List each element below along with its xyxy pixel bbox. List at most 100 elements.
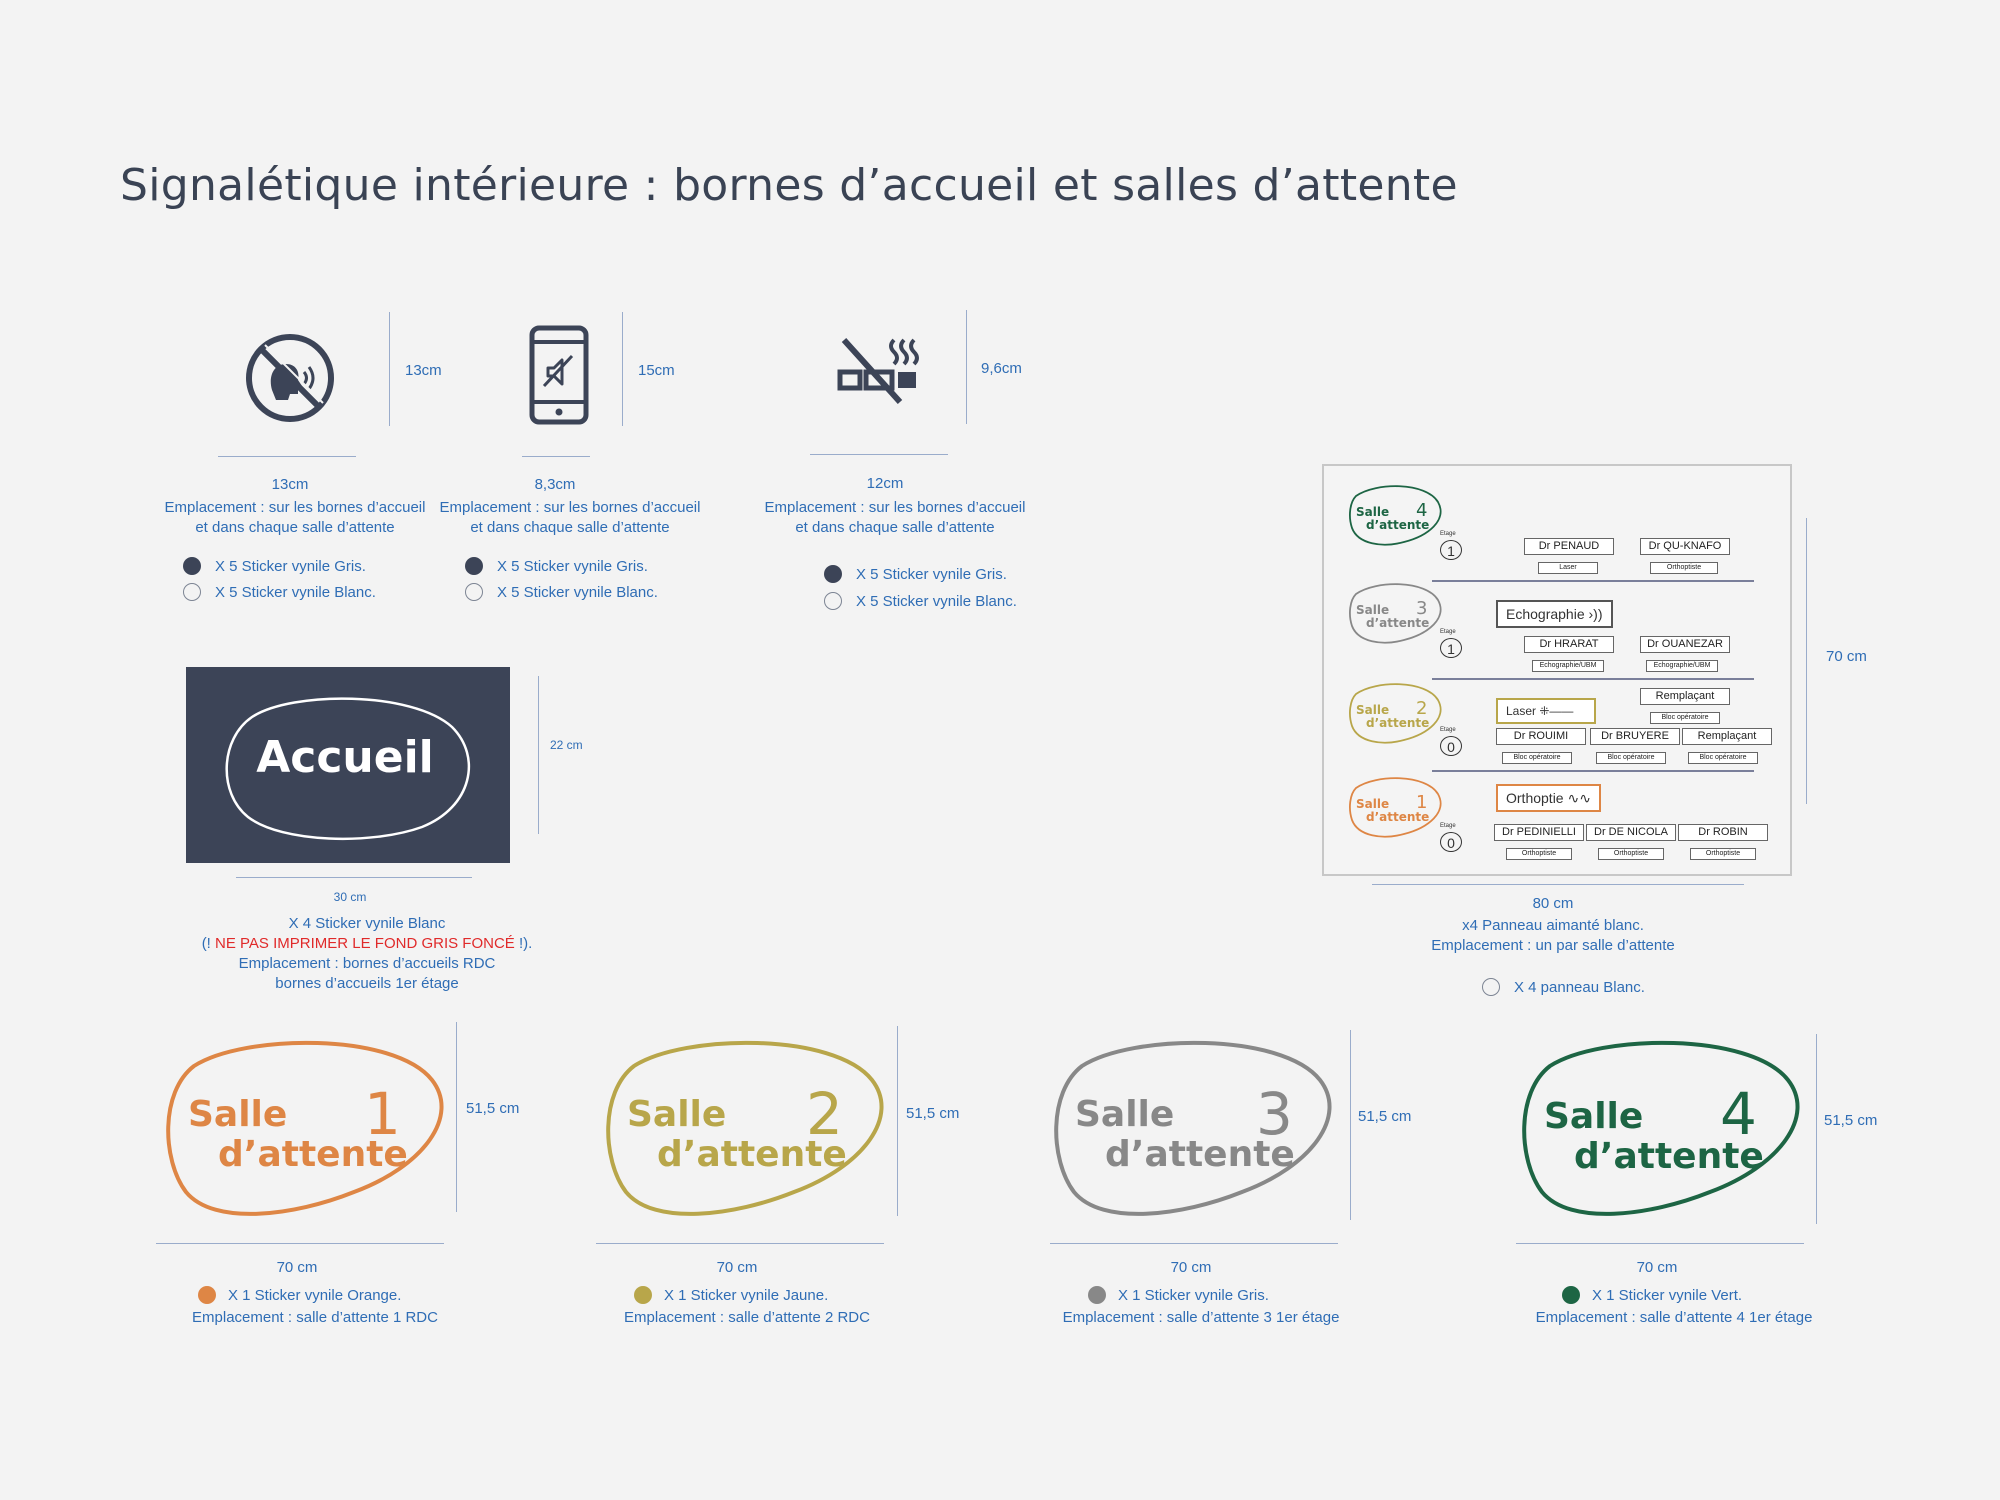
option-white: X 5 Sticker vynile Blanc. [465, 583, 658, 601]
height-dimension-line [622, 312, 623, 426]
attente-label: d’attente [1366, 716, 1430, 730]
icon-width-label: 12cm [866, 475, 904, 492]
floor-number: 0 [1440, 736, 1462, 756]
placement-line: et dans chaque salle d’attente [195, 519, 395, 536]
option-label: X 4 panneau Blanc. [1514, 978, 1645, 996]
salle-placement: Emplacement : salle d’attente 1 RDC [192, 1309, 438, 1326]
option-white: X 4 panneau Blanc. [1482, 978, 1645, 996]
doctor-name: Remplaçant [1640, 688, 1730, 705]
salle-placement: Emplacement : salle d’attente 2 RDC [624, 1309, 870, 1326]
attente-label: d’attente [1105, 1134, 1295, 1175]
width-dimension-line [1516, 1243, 1804, 1244]
warning-open: (! [201, 935, 211, 952]
service-label: Orthoptie [1506, 790, 1564, 806]
salle-label: Salle [1544, 1096, 1644, 1137]
quantity-label: X 1 Sticker vynile Vert. [1592, 1286, 1743, 1304]
wave-icon: ›)) [1588, 606, 1603, 622]
zigzag-icon: ∿∿ [1567, 790, 1591, 806]
service-tag: Orthoptie ∿∿ [1496, 784, 1601, 812]
attente-label: d’attente [1366, 518, 1430, 532]
service-tag: Laser ⁜—— [1496, 698, 1596, 724]
salle-width-label: 70 cm [276, 1259, 318, 1276]
white-swatch [824, 592, 842, 610]
row-separator [1432, 580, 1754, 582]
quantity-label: X 1 Sticker vynile Jaune. [664, 1286, 829, 1304]
salle-1-blob [1349, 777, 1442, 838]
etage-label: Etage [1440, 823, 1456, 829]
salle-label: Salle [1356, 797, 1390, 811]
page-title: Signalétique intérieure : bornes d’accue… [120, 160, 1458, 211]
floor-badge: Etage 0 [1438, 727, 1464, 758]
doctor-specialty: Orthoptiste [1690, 848, 1756, 860]
width-dimension-line [596, 1243, 884, 1244]
attente-label: d’attente [1574, 1136, 1764, 1177]
warning-close: !). [518, 935, 533, 952]
salle-3-blob [1349, 583, 1442, 644]
salle-2-blob [1349, 683, 1442, 744]
orange-swatch [198, 1286, 216, 1304]
salle-number: 3 [1256, 1080, 1293, 1148]
placement-line: et dans chaque salle d’attente [470, 519, 670, 536]
white-swatch [1482, 978, 1500, 996]
salle-label: Salle [1356, 703, 1390, 717]
option-label: X 5 Sticker vynile Blanc. [215, 583, 376, 601]
salle-width-label: 70 cm [1636, 1259, 1678, 1276]
service-label: Echographie [1506, 606, 1585, 622]
gray-swatch [1088, 1286, 1106, 1304]
salle-number: 4 [1720, 1080, 1757, 1148]
accueil-blob-outline [225, 697, 471, 841]
option-gray: X 5 Sticker vynile Gris. [824, 565, 1007, 583]
option-label: X 5 Sticker vynile Gris. [497, 557, 648, 575]
gray-swatch [465, 557, 483, 575]
doctor-name: Dr OUANEZAR [1640, 636, 1730, 653]
salle-label: Salle [1356, 603, 1390, 617]
placement-line: Emplacement : sur les bornes d’accueil [764, 499, 1026, 516]
icon-width-label: 8,3cm [534, 476, 576, 493]
panel-width-label: 80 cm [1532, 895, 1574, 912]
doctor-name: Remplaçant [1682, 728, 1772, 745]
salle-4-blob [1349, 485, 1442, 546]
height-dimension-line [1816, 1034, 1817, 1224]
salle-quantity: X 1 Sticker vynile Vert. [1562, 1286, 1742, 1304]
option-gray: X 5 Sticker vynile Gris. [465, 557, 648, 575]
width-dimension-line [522, 456, 590, 457]
accueil-placement: Emplacement : bornes d’accueils RDC [238, 955, 496, 972]
salle-height-label: 51,5 cm [466, 1100, 520, 1117]
doctor-specialty: Bloc opératoire [1596, 752, 1666, 764]
doctor-specialty: Orthoptiste [1650, 562, 1718, 574]
row-separator [1432, 770, 1754, 772]
panel-quantity: x4 Panneau aimanté blanc. [1462, 917, 1644, 934]
salle-number: 2 [1416, 698, 1428, 719]
doctor-specialty: Orthoptiste [1506, 848, 1572, 860]
etage-label: Etage [1440, 531, 1456, 537]
salle-number: 3 [1416, 598, 1428, 619]
gray-swatch [824, 565, 842, 583]
doctor-specialty: Echographie/UBM [1646, 660, 1718, 672]
etage-label: Etage [1440, 727, 1456, 733]
salle-number: 4 [1416, 500, 1428, 521]
salle-2-sticker-outline [606, 1040, 884, 1216]
height-dimension-line [538, 676, 539, 834]
salle-height-label: 51,5 cm [1824, 1112, 1878, 1129]
option-label: X 5 Sticker vynile Blanc. [856, 592, 1017, 610]
phone-muted-icon [529, 325, 589, 425]
width-dimension-line [236, 877, 472, 878]
white-swatch [183, 583, 201, 601]
placement-line: Emplacement : sur les bornes d’accueil [164, 499, 426, 516]
doctor-specialty: Bloc opératoire [1502, 752, 1572, 764]
salle-4-sticker-outline [1522, 1040, 1800, 1216]
placement-line: et dans chaque salle d’attente [795, 519, 995, 536]
height-dimension-line [1806, 518, 1807, 804]
salle-label: Salle [1075, 1094, 1175, 1135]
option-gray: X 5 Sticker vynile Gris. [183, 557, 366, 575]
salle-number: 1 [1416, 792, 1428, 813]
height-dimension-line [966, 310, 967, 424]
salle-width-label: 70 cm [1170, 1259, 1212, 1276]
doctor-specialty: Echographie/UBM [1532, 660, 1604, 672]
doctor-specialty: Orthoptiste [1598, 848, 1664, 860]
laser-icon: ⁜—— [1539, 704, 1574, 718]
warning-text: NE PAS IMPRIMER LE FOND GRIS FONCÉ [210, 935, 519, 952]
no-talking-icon [246, 334, 334, 422]
salle-quantity: X 1 Sticker vynile Gris. [1088, 1286, 1269, 1304]
